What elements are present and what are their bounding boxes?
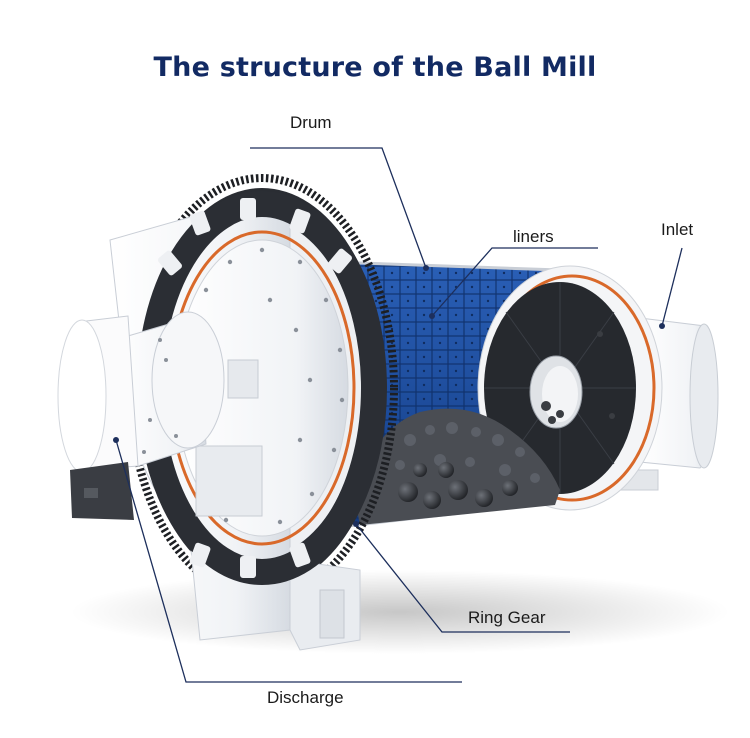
diagram-title: The structure of the Ball Mill (153, 52, 597, 83)
leader-lines (113, 147, 683, 683)
discharge-head (175, 239, 349, 537)
ring-gear-pointer-dot (353, 521, 359, 527)
drum-leader-line (250, 147, 427, 269)
discharge-leader-line (115, 439, 462, 683)
label-liners: liners (513, 227, 554, 246)
liners-leader-line (431, 247, 598, 317)
inlet-assembly (617, 317, 719, 491)
discharge-pointer-dot (113, 437, 119, 443)
grinding-media (355, 331, 615, 525)
inlet-pointer-dot (659, 323, 665, 329)
label-inlet: Inlet (661, 220, 694, 239)
inlet-leader-line (661, 247, 683, 327)
label-drum: Drum (290, 113, 332, 132)
liners-pointer-dot (429, 313, 435, 319)
ring-gear-leader-line (355, 523, 570, 633)
floor-shadow (70, 570, 730, 654)
label-discharge: Discharge (267, 688, 344, 707)
label-ring-gear: Ring Gear (468, 608, 546, 627)
discharge-trunnion (57, 311, 225, 520)
drum-pointer-dot (423, 265, 429, 271)
